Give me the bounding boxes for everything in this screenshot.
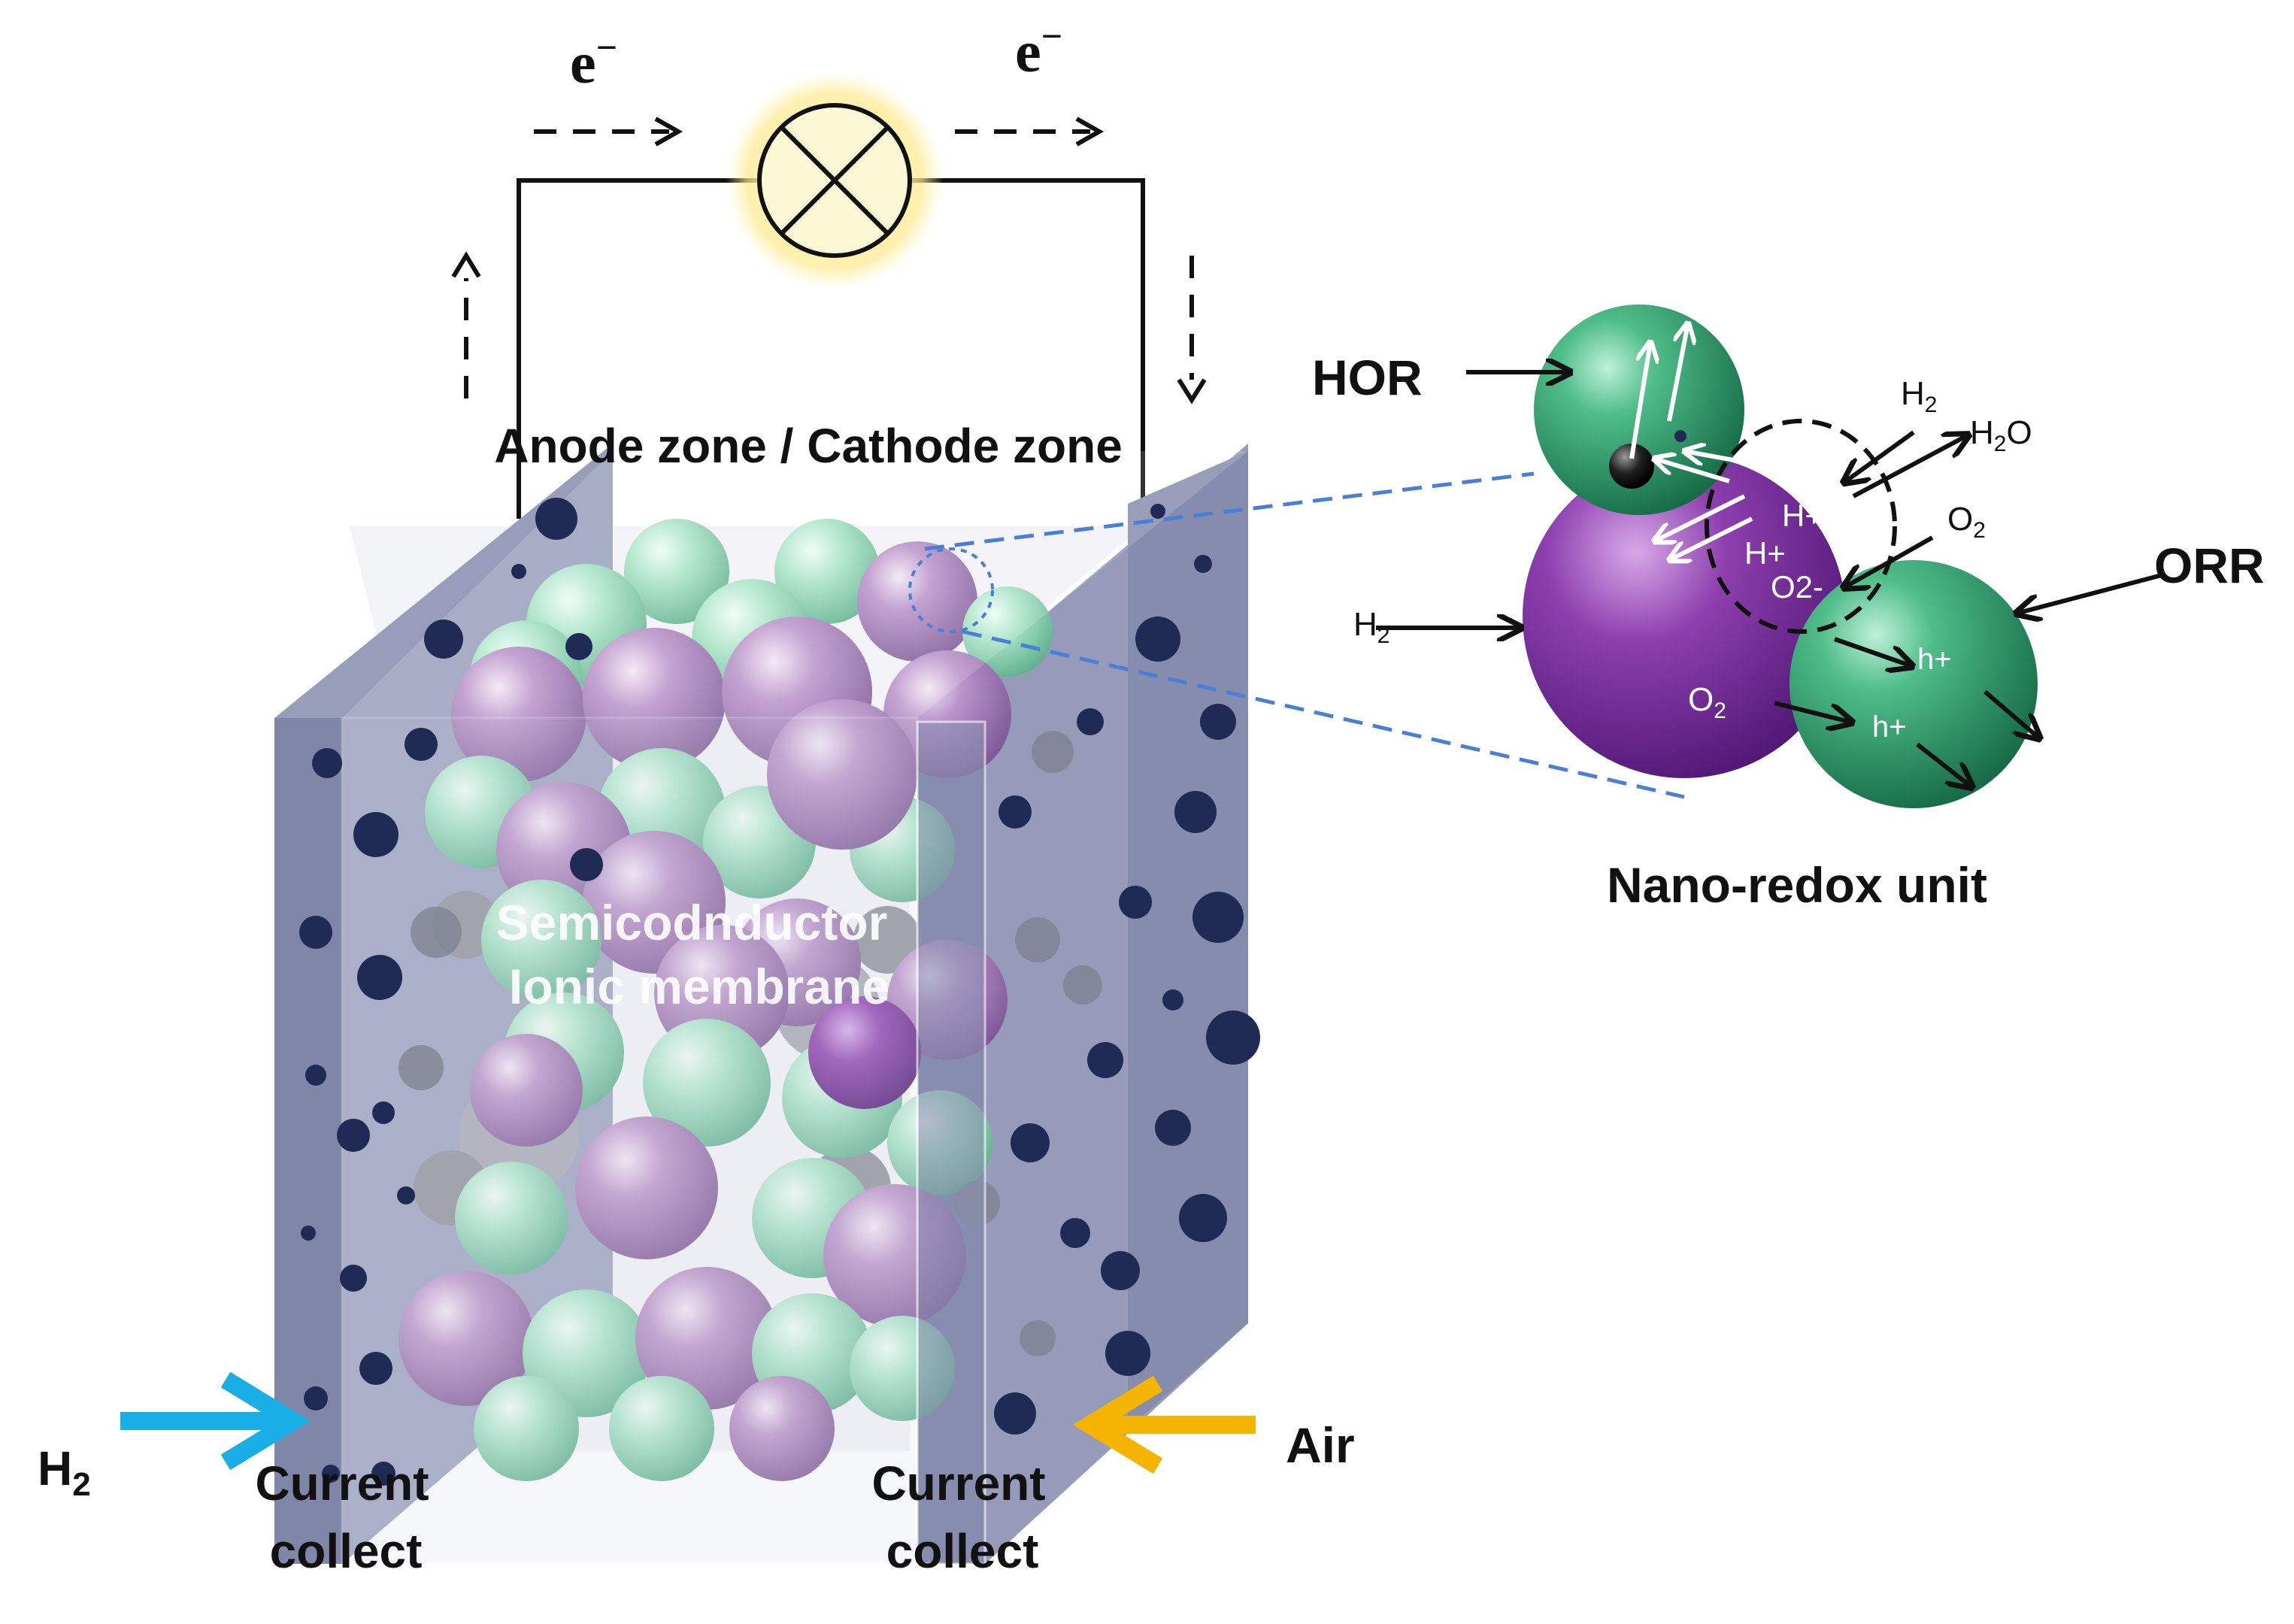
fuel-inlet-label: H2 xyxy=(38,1441,91,1503)
fuel-inlet-arrow xyxy=(120,1371,311,1471)
hor-label: HOR xyxy=(1312,350,1423,405)
hole-label-1: h+ xyxy=(1917,643,1952,676)
electron-flow-arrow-down xyxy=(1177,256,1207,404)
external-circuit: e− e− xyxy=(451,15,1207,519)
h2-left-label: H2 xyxy=(1353,606,1389,648)
o2-minus-label: O2- xyxy=(1771,569,1823,604)
orr-label: ORR xyxy=(2154,538,2265,593)
membrane-grey-pores xyxy=(398,731,1102,1356)
air-inlet-arrow xyxy=(1072,1375,1256,1474)
electron-label-right: e− xyxy=(1015,15,1062,84)
air-inlet-label: Air xyxy=(1286,1417,1355,1473)
electron-label-left: e− xyxy=(570,26,617,95)
o2-top-label: O2 xyxy=(1947,501,1986,543)
electron-flow-arrow-left xyxy=(534,117,683,147)
anode-collector-label-line1: Current xyxy=(255,1456,429,1510)
zone-label: Anode zone / Cathode zone xyxy=(494,419,1123,473)
purple-particle xyxy=(1523,455,1846,778)
nano-unit-title: Nano-redox unit xyxy=(1607,857,1987,913)
reaction-zone-ring xyxy=(1705,419,1897,634)
electron-flow-arrow-right xyxy=(955,117,1105,147)
membrane-label-line2: Ionic membrane xyxy=(509,959,889,1014)
membrane-particles xyxy=(398,519,1053,1481)
cathode-collector-label-line2: collect xyxy=(886,1524,1039,1578)
orr-green-particle xyxy=(1789,560,2038,808)
h2o-label: H2O xyxy=(1970,414,2032,456)
h-plus-label-1: H+ xyxy=(1782,498,1823,533)
lamp-icon xyxy=(726,71,944,289)
fuel-cell-stack xyxy=(274,444,1260,1565)
anode-collector-label-line2: collect xyxy=(270,1524,423,1578)
h2-top-label: H2 xyxy=(1901,375,1937,417)
cathode-collector-label-line1: Current xyxy=(871,1456,1045,1510)
o2-inner-label: O2 xyxy=(1688,681,1726,723)
zoom-callout xyxy=(908,471,1685,799)
electron-flow-arrow-up xyxy=(451,251,481,398)
anode-pores xyxy=(299,498,603,1486)
catalyst-dot xyxy=(1609,444,1654,489)
membrane-label-line1: Semicodnductor xyxy=(496,895,888,950)
cathode-pores xyxy=(994,504,1260,1435)
nano-redox-unit: HOR ORR H2 H2O O2 H2 O2 H+ H+ O2- h+ h+ … xyxy=(1312,304,2265,913)
hole-label-2: h+ xyxy=(1872,710,1907,744)
h-plus-label-2: H+ xyxy=(1744,535,1786,571)
